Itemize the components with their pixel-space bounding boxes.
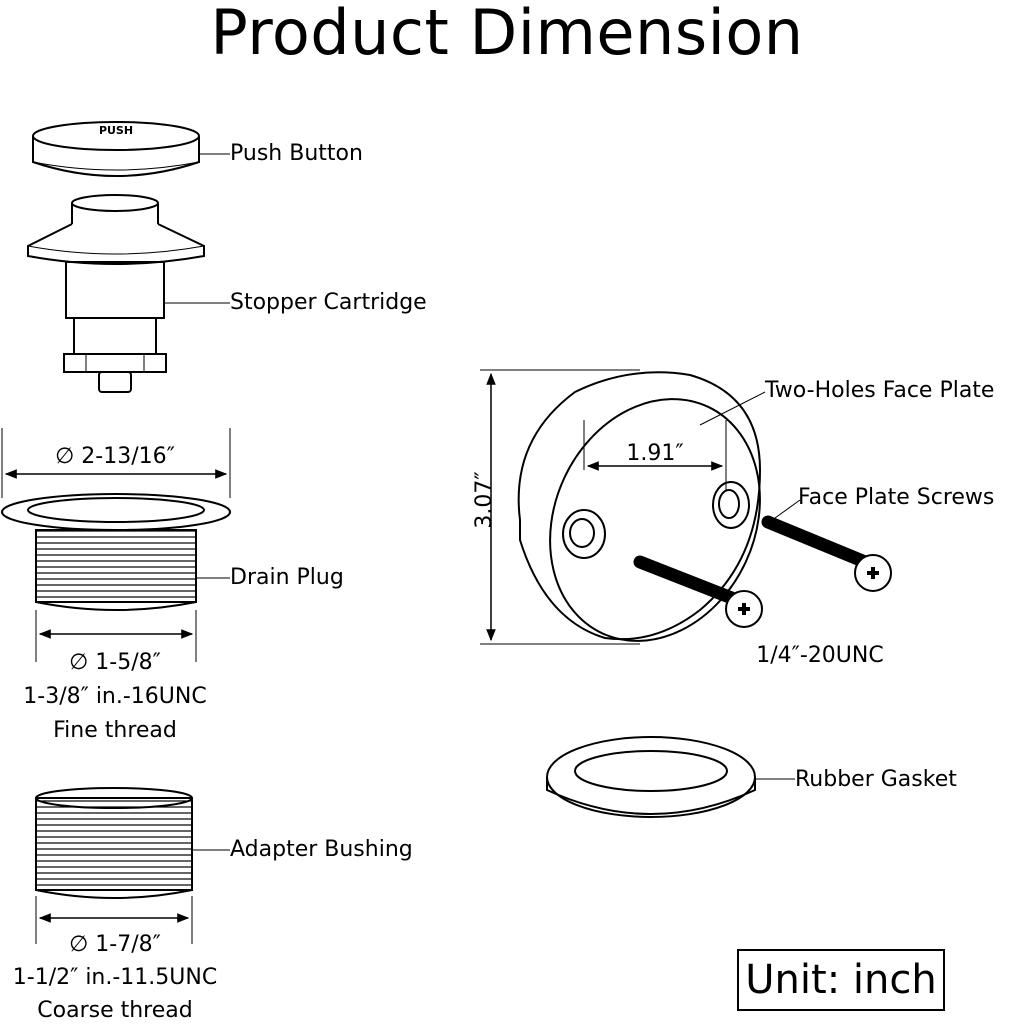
stopper-cartridge-drawing [27, 194, 205, 393]
bushing-thread-spec: 1-1/2″ in.-11.5UNC [12, 965, 218, 990]
face-plate-label: Two-Holes Face Plate [765, 378, 995, 403]
rubber-gasket-drawing [546, 736, 756, 818]
bushing-thread-type: Coarse thread [37, 998, 193, 1023]
face-plate-screws-label: Face Plate Screws [798, 485, 995, 510]
face-plate-leader [699, 391, 766, 426]
drain-plug-thread-type: Fine thread [53, 718, 177, 743]
drain-plug-inner-dimension: ∅ 1-5/8″ [69, 650, 161, 675]
screw-spec-dimension: 1/4″-20UNC [756, 643, 884, 668]
hole-spacing-dimension: 1.91″ [626, 441, 684, 466]
drain-plug-thread-spec: 1-3/8″ in.-16UNC [23, 684, 207, 709]
push-button-label: Push Button [230, 141, 363, 166]
face-plate-height-dimension: 3.07″ [472, 471, 497, 529]
push-button-drawing: PUSH [32, 121, 200, 177]
page-title: Product Dimension [210, 0, 804, 69]
drain-plug-outer-dimension: ∅ 2-13/16″ [55, 444, 175, 469]
face-plate-screws-leader [774, 499, 801, 519]
push-text: PUSH [99, 124, 133, 137]
rubber-gasket-label: Rubber Gasket [795, 767, 957, 792]
drain-plug-label: Drain Plug [230, 565, 344, 590]
face-plate-screws-drawing [633, 515, 892, 628]
bushing-diameter-dimension: ∅ 1-7/8″ [69, 932, 161, 957]
face-plate-drawing [480, 369, 762, 645]
adapter-bushing-label: Adapter Bushing [230, 837, 413, 862]
stopper-cartridge-label: Stopper Cartridge [230, 290, 427, 315]
unit-box: Unit: inch [737, 949, 945, 1011]
adapter-bushing-drawing [35, 787, 193, 944]
drain-plug-drawing [1, 428, 231, 662]
